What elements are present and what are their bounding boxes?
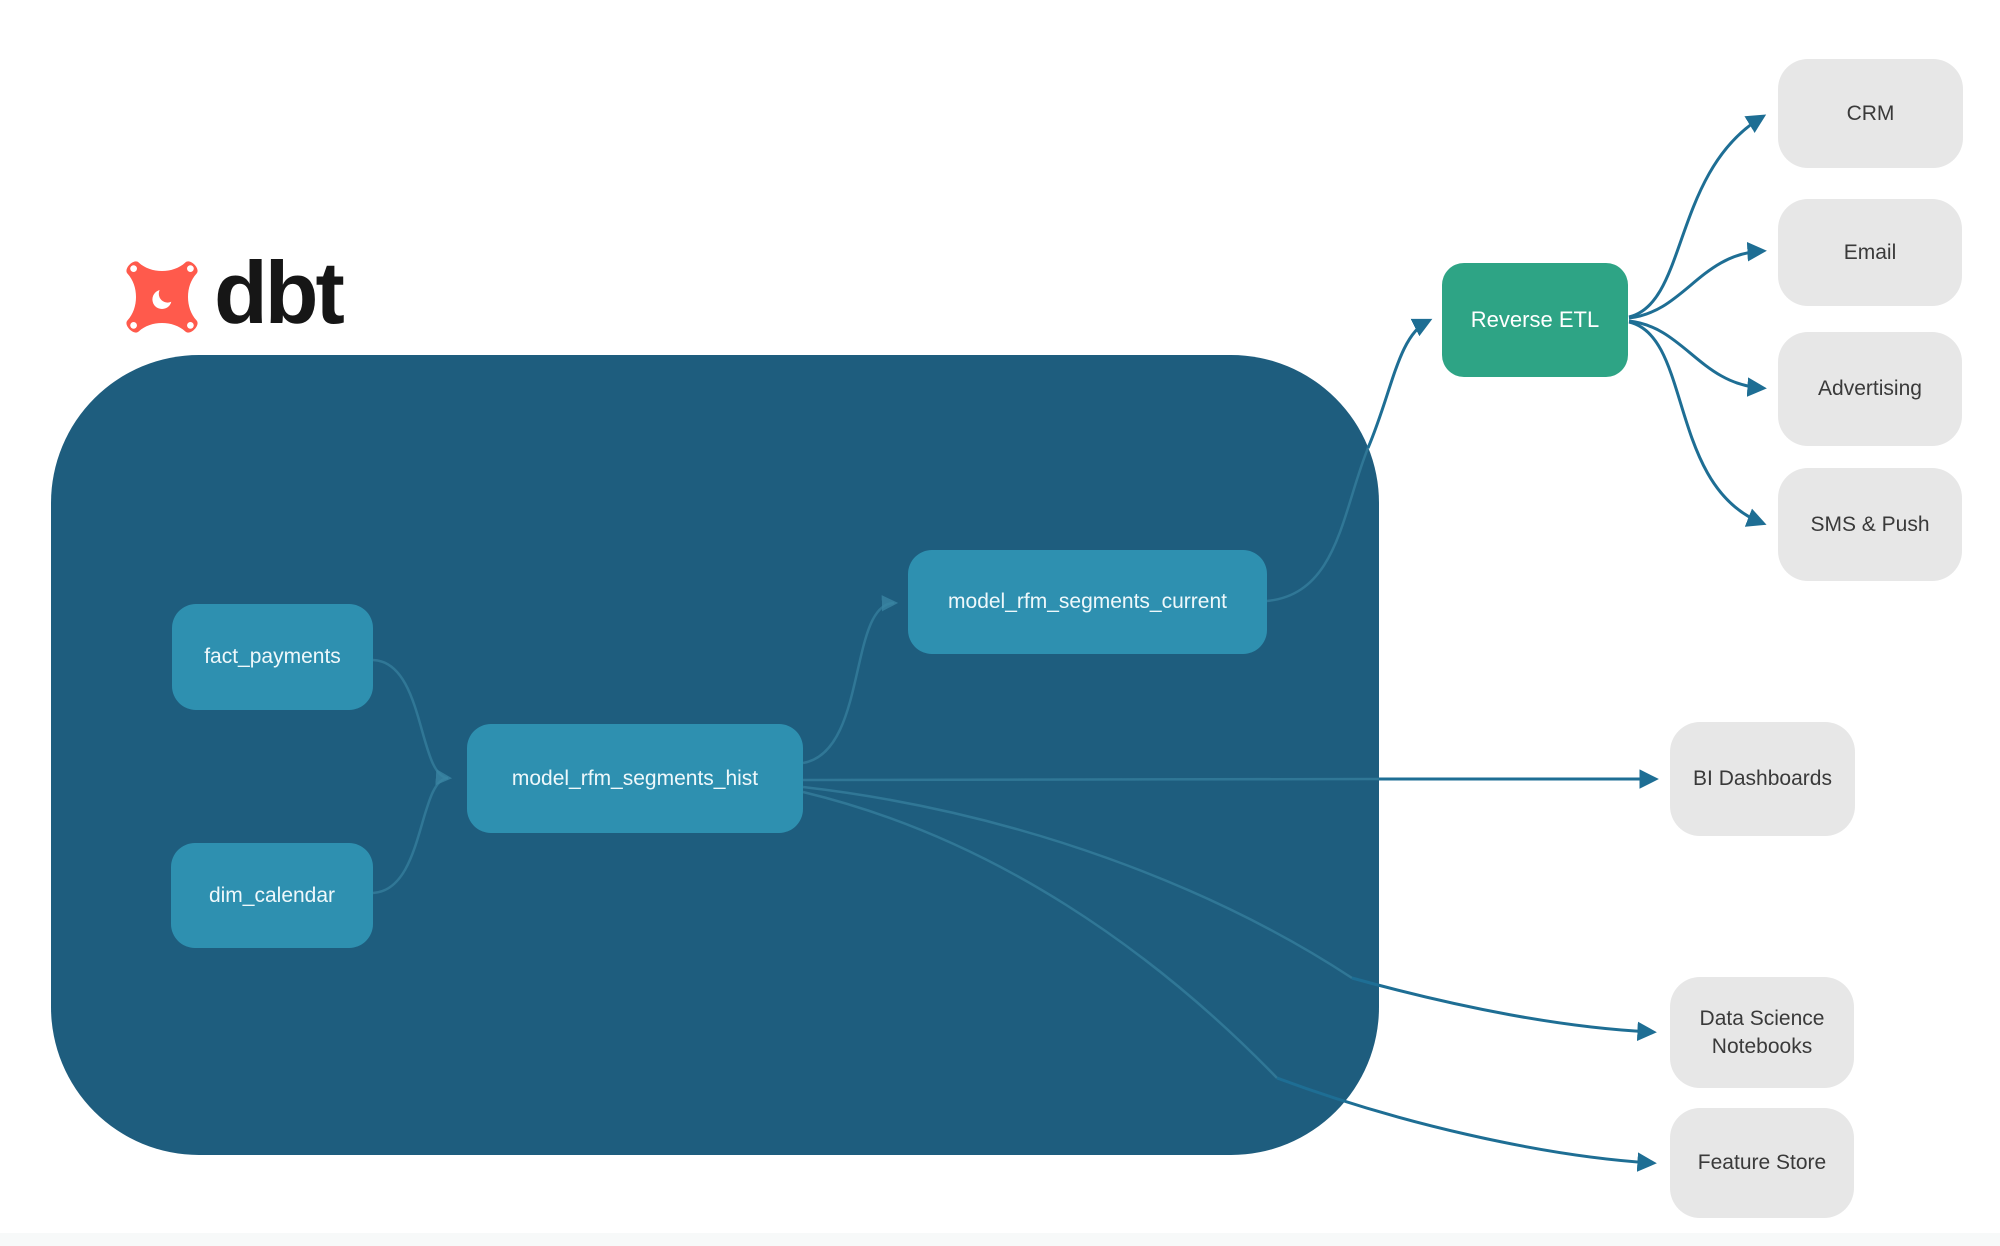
node-label: SMS & Push [1810,512,1930,536]
node-crm: CRM [1778,59,1963,168]
node-reverse-etl: Reverse ETL [1442,263,1628,377]
dbt-logo: dbt [122,249,345,341]
node-label: fact_payments [204,645,341,669]
node-feature-store: Feature Store [1670,1108,1854,1218]
dbt-wordmark: dbt [214,243,345,342]
edge-reverseetl-to-sms [1628,320,1767,527]
node-label: CRM [1846,101,1895,125]
node-label: Data Science Notebooks [1699,1007,1825,1058]
node-label: BI Dashboards [1693,767,1832,791]
node-label: Email [1843,240,1897,264]
edge-current-to-reverseetl [1366,318,1433,449]
node-label: model_rfm_segments_current [948,590,1227,614]
edge-reverseetl-to-email [1628,241,1767,320]
node-model-rfm-segments-hist: model_rfm_segments_hist [467,724,803,833]
node-label: Reverse ETL [1470,306,1600,332]
node-email: Email [1778,199,1962,306]
node-fact-payments: fact_payments [172,604,373,710]
node-model-rfm-segments-current: model_rfm_segments_current [908,550,1267,654]
node-label: model_rfm_segments_hist [511,766,759,790]
node-dim-calendar: dim_calendar [171,843,373,948]
edge-reverseetl-to-advertising [1628,319,1767,397]
node-bi-dashboards: BI Dashboards [1670,722,1855,836]
footer-strip [0,1233,2000,1246]
edge-reverseetl-to-crm [1628,114,1767,319]
node-data-science-notebooks: Data Science Notebooks [1670,977,1854,1088]
node-label: Advertising [1818,377,1922,401]
node-label: Feature Store [1697,1151,1827,1175]
dbt-star-icon [126,261,198,333]
node-sms-push: SMS & Push [1778,468,1962,581]
edge-hist-to-dsn [1351,976,1657,1042]
node-advertising: Advertising [1778,332,1962,446]
node-label: dim_calendar [208,883,336,907]
